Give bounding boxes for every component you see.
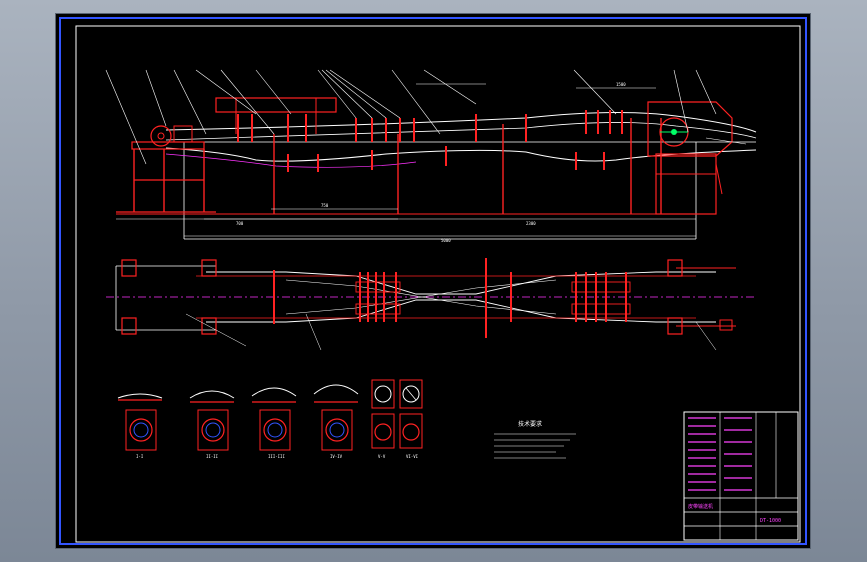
tail-pulley bbox=[150, 125, 172, 147]
title-block: 皮带输送机 DT-1000 bbox=[683, 411, 799, 541]
section-6: VI-VI bbox=[399, 379, 423, 459]
outer-frame bbox=[59, 17, 807, 545]
plan-view bbox=[106, 258, 756, 351]
belt-top-line bbox=[165, 111, 757, 133]
feed-chute bbox=[215, 97, 337, 113]
section-label-1: I-I bbox=[136, 454, 144, 459]
plan-idlers bbox=[273, 258, 627, 338]
notes-title: 技术要求 bbox=[518, 420, 542, 428]
part-leaders bbox=[105, 69, 747, 165]
inner-frame bbox=[75, 25, 801, 543]
section-label-3: III-III bbox=[268, 454, 285, 459]
section-label-4: IV-IV bbox=[330, 454, 343, 459]
dim-short-a: 750 bbox=[321, 203, 329, 208]
section-1: I-I bbox=[117, 393, 163, 459]
dim-overall: 5000 bbox=[441, 238, 451, 243]
drawing-title: 皮带输送机 bbox=[688, 503, 713, 510]
support-legs bbox=[273, 118, 662, 214]
belt-edge-upper bbox=[206, 271, 716, 295]
dim-short-b: 1500 bbox=[616, 82, 626, 87]
section-3: III-III bbox=[251, 387, 297, 459]
section-label-2: II-II bbox=[206, 454, 219, 459]
section-label-5: V-V bbox=[378, 454, 386, 459]
elevation-view: 5000 700 2300 750 1500 bbox=[105, 69, 757, 243]
drawing-sheet: 5000 700 2300 750 1500 bbox=[55, 13, 811, 549]
cad-drawing: 5000 700 2300 750 1500 bbox=[59, 17, 807, 545]
section-label-6: VI-VI bbox=[406, 454, 419, 459]
section-2: II-II bbox=[189, 390, 235, 459]
parts-list-rows bbox=[688, 417, 752, 491]
belt-edge-lower bbox=[206, 299, 716, 323]
drawing-code: DT-1000 bbox=[760, 518, 781, 524]
dim-sub-a: 700 bbox=[236, 221, 244, 226]
carrying-idlers bbox=[237, 110, 623, 142]
dim-sub-b: 2300 bbox=[526, 221, 536, 226]
section-5: V-V bbox=[371, 379, 395, 459]
dimension-lines bbox=[116, 83, 696, 237]
technical-notes: 技术要求 bbox=[494, 420, 576, 459]
section-4: IV-IV bbox=[313, 384, 359, 459]
section-views: I-I II-II III-III bbox=[117, 379, 423, 459]
